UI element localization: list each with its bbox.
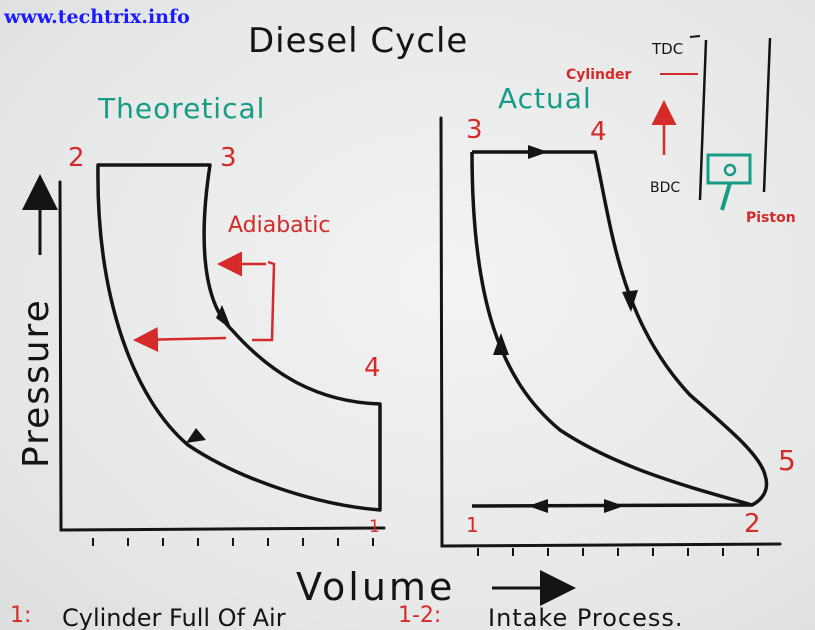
note-1-text: Cylinder Full Of Air: [62, 604, 286, 630]
bdc-label: BDC: [650, 180, 680, 196]
piston-pin: [723, 163, 737, 177]
theoretical-x-ticks: [92, 538, 374, 546]
footer-notes: 1: Cylinder Full Of Air 1-2: Intake Proc…: [10, 603, 684, 630]
theoretical-flow-arrow-up: [186, 428, 206, 443]
y-axis-label: Pressure: [16, 298, 57, 468]
volume-axis-label-group: Volume: [296, 565, 576, 609]
theoretical-point-4: 4: [364, 353, 381, 383]
actual-point-5: 5: [778, 444, 796, 477]
theoretical-cycle-path: [96, 163, 382, 512]
tdc-label: TDC: [651, 40, 683, 58]
diagram-title: Diesel Cycle: [248, 21, 468, 61]
actual-x-ticks: [477, 548, 759, 556]
cylinder-wall-right: [762, 37, 772, 193]
actual-axes: [439, 116, 782, 548]
theoretical-chart: Theoretical 2 3 4 1 Adiabatic: [58, 92, 386, 546]
actual-chart: Actual 3 4 5 1 2: [439, 82, 796, 556]
pressure-axis-label-group: Pressure: [16, 174, 58, 468]
actual-point-4: 4: [590, 117, 607, 147]
actual-point-2: 2: [744, 509, 761, 539]
x-axis-label: Volume: [296, 565, 455, 609]
connecting-rod: [720, 182, 732, 211]
note-2-number: 1-2:: [398, 603, 441, 628]
actual-flow-arrow-exhaust: [528, 499, 548, 513]
tdc-tick: [689, 35, 701, 38]
actual-flow-arrow-top: [528, 145, 548, 159]
cylinder-wall-left: [698, 39, 708, 201]
actual-point-3: 3: [466, 115, 483, 145]
actual-flow-arrow-intake: [604, 499, 624, 513]
watermark-text: www.techtrix.info: [3, 6, 190, 28]
actual-point-1: 1: [466, 513, 479, 537]
actual-heading: Actual: [498, 82, 592, 115]
theoretical-point-2: 2: [68, 143, 85, 173]
actual-flow-arrow-compression: [493, 333, 509, 355]
theoretical-point-3: 3: [220, 143, 237, 173]
cylinder-label: Cylinder: [566, 67, 631, 83]
note-1-number: 1:: [10, 603, 31, 628]
actual-flow-arrow-expansion: [622, 290, 638, 312]
theoretical-heading: Theoretical: [97, 92, 265, 125]
theoretical-axes: [58, 180, 386, 532]
engine-sketch: TDC Cylinder BDC Piston: [566, 35, 796, 226]
theoretical-point-1: 1: [369, 517, 380, 537]
adiabatic-label: Adiabatic: [228, 213, 331, 238]
adiabatic-bracket: [252, 260, 276, 342]
piston-label: Piston: [746, 210, 796, 226]
theoretical-flow-arrow-down: [216, 305, 232, 330]
actual-cycle-path-inner: [470, 151, 753, 507]
adiabatic-arrow-lower: [133, 327, 227, 353]
actual-cycle-path-outer: [471, 150, 769, 508]
piston-head: [706, 153, 752, 185]
note-2-text: Intake Process.: [488, 604, 684, 630]
